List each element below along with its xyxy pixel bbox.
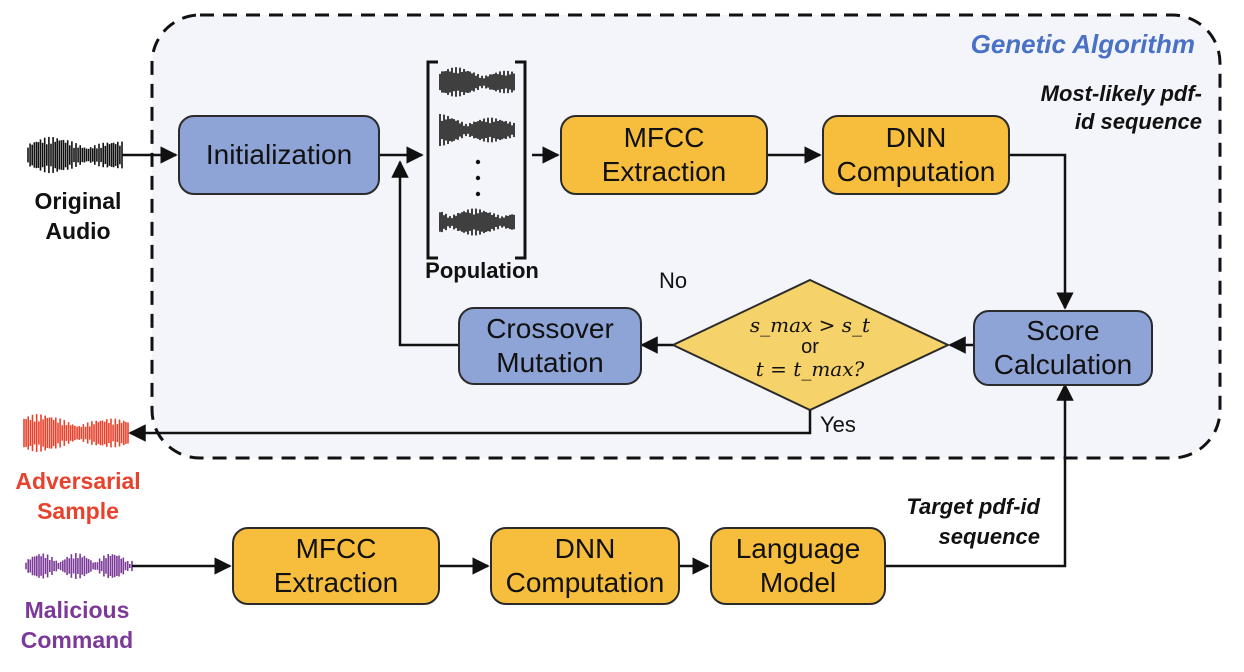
population-label: Population xyxy=(425,258,539,283)
genetic-algorithm-title: Genetic Algorithm xyxy=(970,29,1195,59)
population-waveform-icons xyxy=(439,67,515,236)
arrow-lm-to-score xyxy=(886,383,1074,568)
arrow-dnn-to-score xyxy=(1010,153,1074,310)
decision-line-3: t = t_max? xyxy=(755,357,865,381)
decision-condition-text: s_max > s_t or t = t_max? xyxy=(700,314,920,380)
arrow-crossover-to-init xyxy=(391,160,458,347)
decision-line-1: s_max > s_t xyxy=(749,313,871,337)
arrow-decision-to-adversarial xyxy=(128,410,812,442)
population-matrix xyxy=(426,60,527,260)
original-audio-waveform-icon xyxy=(27,136,123,174)
decision-line-2: or xyxy=(801,336,819,358)
malicious-command-waveform-icon xyxy=(25,553,133,579)
initialization-box: Initialization xyxy=(178,115,380,195)
no-label: No xyxy=(659,268,688,293)
most-likely-sequence-label: Most-likely pdf-id sequence xyxy=(1040,81,1202,134)
adversarial-sample-waveform-icon xyxy=(23,414,129,452)
yes-label: Yes xyxy=(820,412,856,437)
